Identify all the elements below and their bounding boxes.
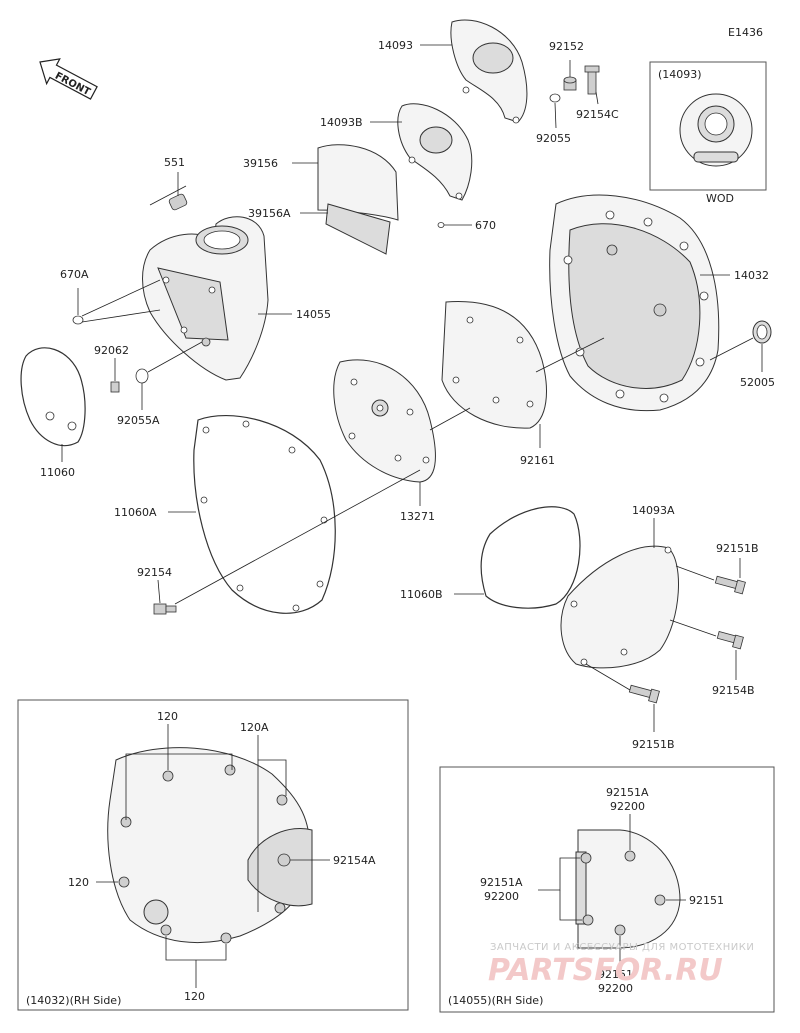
wod-ref: (14093) xyxy=(658,68,702,81)
label-14093A: 14093A xyxy=(632,504,675,517)
front-arrow-icon: FRONT xyxy=(39,58,98,100)
part-92151B-bottom-bolt-icon xyxy=(628,684,660,704)
part-92062 xyxy=(110,381,120,393)
label-14055-top-b: 92200 xyxy=(610,800,645,813)
part-92055-washer xyxy=(549,93,561,103)
part-11060A-gasket xyxy=(193,414,336,614)
label-92154A: 92154A xyxy=(333,854,376,867)
label-92161: 92161 xyxy=(520,454,555,467)
label-92154C: 92154C xyxy=(576,108,619,121)
part-14093 xyxy=(450,19,528,124)
label-92154B: 92154B xyxy=(712,684,755,697)
label-13271: 13271 xyxy=(400,510,435,523)
label-14055-right: 92151 xyxy=(689,894,724,907)
part-39156A xyxy=(325,203,391,255)
part-92151B-bolt-icon xyxy=(714,575,746,595)
watermark-tagline: ЗАПЧАСТИ И АКСЕССУАРЫ ДЛЯ МОТОТЕХНИКИ xyxy=(490,942,754,953)
part-92161 xyxy=(441,301,547,429)
label-14055: 14055 xyxy=(296,308,331,321)
part-14093A-cover xyxy=(560,545,679,669)
part-92154C-bolt-icon xyxy=(584,65,600,95)
part-11060-gasket xyxy=(20,347,86,447)
label-14093B: 14093B xyxy=(320,116,363,129)
part-670-oring xyxy=(437,222,445,228)
part-92055A-washer xyxy=(135,368,149,384)
detail-14055-rh-side xyxy=(439,766,775,1013)
part-14055-housing xyxy=(142,216,269,381)
wod-inset: (14093) WOD xyxy=(649,61,767,205)
label-52005: 52005 xyxy=(740,376,775,389)
label-92055: 92055 xyxy=(536,132,571,145)
label-120-bottom: 120 xyxy=(184,990,205,1003)
label-39156A: 39156A xyxy=(248,207,291,220)
label-14032: 14032 xyxy=(734,269,769,282)
label-92062: 92062 xyxy=(94,344,129,357)
label-92151B-bottom: 92151B xyxy=(632,738,675,751)
part-551-pin xyxy=(168,193,188,211)
label-11060: 11060 xyxy=(40,466,75,479)
label-551: 551 xyxy=(164,156,185,169)
label-120A: 120A xyxy=(240,721,269,734)
label-14055-left-a: 92151A xyxy=(480,876,523,889)
part-92154B-bolt-icon xyxy=(716,631,744,650)
detail-14032-rh-side xyxy=(17,699,409,1011)
label-670A: 670A xyxy=(60,268,89,281)
part-13271 xyxy=(333,359,436,483)
part-14032-cover xyxy=(549,194,720,412)
label-120-top: 120 xyxy=(157,710,178,723)
wod-caption: WOD xyxy=(706,192,734,205)
detail-14032-caption: (14032)(RH Side) xyxy=(26,994,121,1007)
label-14055-left-b: 92200 xyxy=(484,890,519,903)
label-120-left: 120 xyxy=(68,876,89,889)
part-92154-bolt-icon xyxy=(153,603,177,615)
part-670A-oring xyxy=(72,315,84,325)
part-14093B xyxy=(397,103,473,201)
part-52005-seal xyxy=(752,320,772,344)
diagram-code: E1436 xyxy=(728,26,763,39)
label-92154: 92154 xyxy=(137,566,172,579)
part-11060B-gasket xyxy=(480,506,581,609)
label-14093: 14093 xyxy=(378,39,413,52)
label-670: 670 xyxy=(475,219,496,232)
watermark-logo: PARTSFOR.RU xyxy=(488,953,723,988)
label-39156: 39156 xyxy=(243,157,278,170)
detail-14055-caption: (14055)(RH Side) xyxy=(448,994,543,1007)
part-92152 xyxy=(563,76,577,91)
label-11060B: 11060B xyxy=(400,588,443,601)
label-92152: 92152 xyxy=(549,40,584,53)
label-92055A: 92055A xyxy=(117,414,160,427)
label-14055-top-a: 92151A xyxy=(606,786,649,799)
label-92151B-top: 92151B xyxy=(716,542,759,555)
label-14055-bottom-b: 92200 xyxy=(598,982,633,995)
label-14055-bottom-a: 92151 xyxy=(598,968,633,981)
label-11060A: 11060A xyxy=(114,506,157,519)
